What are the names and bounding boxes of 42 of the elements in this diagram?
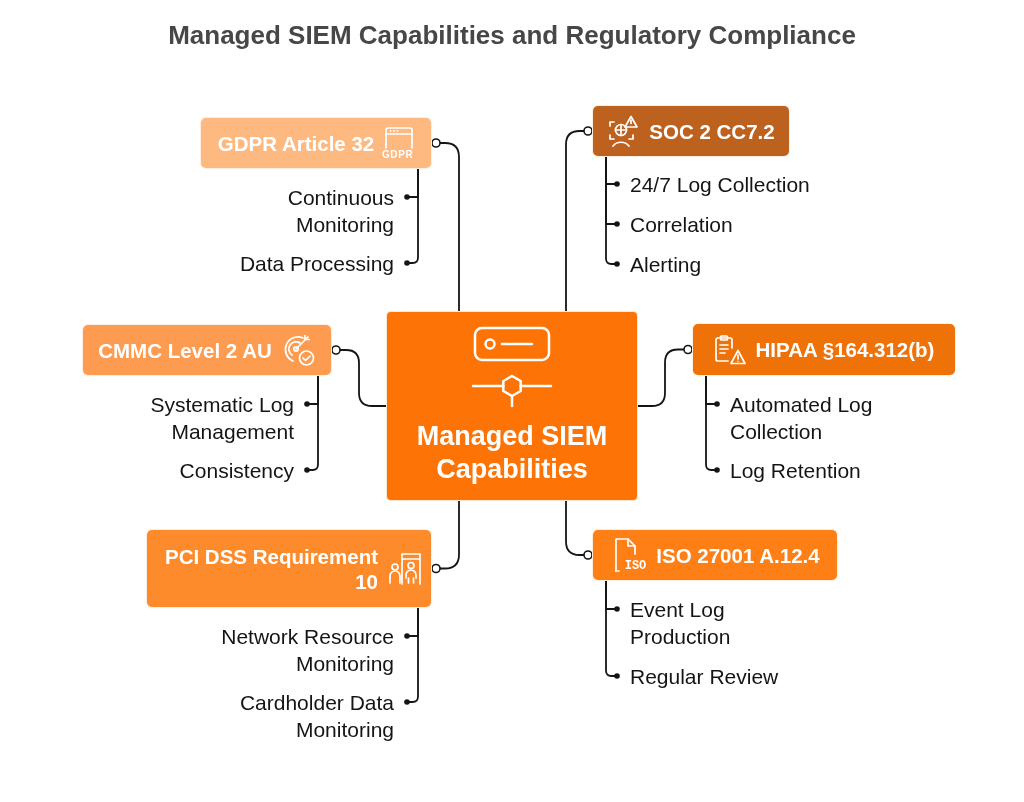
- category-box: [593, 106, 789, 156]
- subtopic-text: Data Processing: [239, 249, 394, 277]
- category-title: GDPR Article 32: [217, 130, 375, 156]
- category-box: [201, 118, 431, 168]
- category-title: CMMC Level 2 AU: [98, 337, 272, 363]
- category-title: PCI DSS Requirement 10: [163, 543, 378, 594]
- icon-text: GDPR: [381, 149, 414, 160]
- subtopic-text: Log Retention: [730, 456, 861, 484]
- category-box: [83, 325, 331, 375]
- hub-title: Managed SIEM Capabilities: [415, 420, 609, 486]
- icon-text: ISO: [624, 560, 647, 573]
- connector-line: [404, 167, 419, 266]
- connector-line: [565, 499, 594, 560]
- category-box: [693, 324, 955, 375]
- subtopic-text: Automated Log Collection: [730, 390, 890, 445]
- subtopic-text: Event Log Production: [630, 595, 760, 650]
- subtopic-text: 24/7 Log Collection: [630, 170, 810, 198]
- subtopic-text: Network Resource Monitoring: [194, 622, 394, 677]
- connector-line: [605, 579, 620, 679]
- subtopic-text: Alerting: [630, 250, 702, 278]
- category-title: SOC 2 CC7.2: [649, 118, 775, 144]
- connector-line: [430, 138, 460, 313]
- category-title: HIPAA §164.312(b): [755, 337, 935, 362]
- hub-box: [387, 312, 637, 500]
- category-box: [147, 530, 431, 607]
- subtopic-text: Correlation: [630, 210, 733, 238]
- connector-line: [330, 345, 388, 407]
- connector-line: [565, 126, 594, 313]
- connector-line: [705, 374, 720, 473]
- category-box: [593, 530, 837, 580]
- subtopic-text: Consistency: [179, 456, 294, 484]
- connector-line: [430, 499, 460, 574]
- subtopic-text: Regular Review: [630, 662, 779, 690]
- subtopic-text: Systematic Log Management: [124, 390, 294, 445]
- connector-line: [404, 606, 419, 705]
- subtopic-text: Continuous Monitoring: [224, 183, 394, 238]
- connector-line: [636, 344, 694, 407]
- connector-line: [605, 155, 620, 267]
- diagram-title: Managed SIEM Capabilities and Regulatory Compliance: [168, 19, 856, 52]
- category-title: ISO 27001 A.12.4: [656, 542, 820, 568]
- subtopic-text: Cardholder Data Monitoring: [194, 688, 394, 743]
- connector-line: [304, 374, 319, 473]
